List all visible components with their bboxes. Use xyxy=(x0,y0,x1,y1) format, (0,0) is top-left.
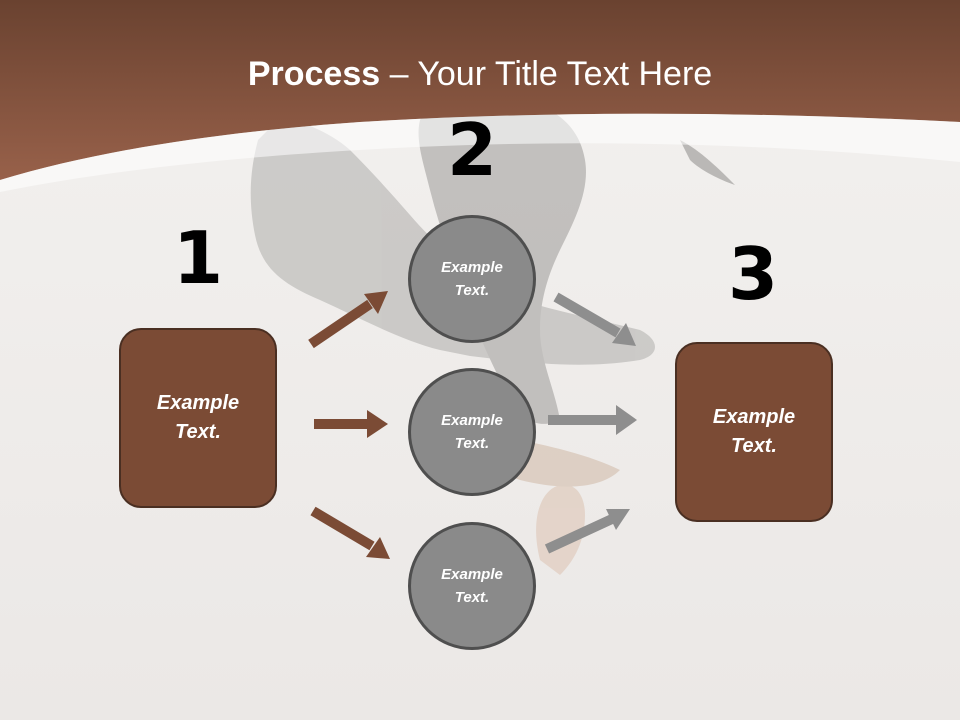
right-node-line1: Example xyxy=(712,406,796,428)
left-node: Example Text. xyxy=(119,328,277,508)
right-node-line2: Text. xyxy=(731,435,777,457)
middle-top-line1: Example xyxy=(441,259,503,276)
arrow-bottom-to-right xyxy=(544,509,630,554)
header-swoosh xyxy=(0,113,960,192)
middle-top-line2: Text. xyxy=(454,282,490,299)
right-node: Example Text. xyxy=(675,342,833,522)
step-number-2: 2 xyxy=(446,108,498,192)
title-bold: Process xyxy=(247,55,381,93)
middle-bottom-line2: Text. xyxy=(454,589,490,606)
middle-node-bottom: Example Text. xyxy=(408,522,536,650)
middle-node-center: Example Text. xyxy=(408,368,536,496)
header-band xyxy=(0,0,960,180)
step-number-3: 3 xyxy=(727,232,779,316)
arrow-left-to-center xyxy=(314,410,388,438)
middle-node-top: Example Text. xyxy=(408,215,536,343)
middle-center-line2: Text. xyxy=(454,435,490,452)
slide-title: Process – Your Title Text Here xyxy=(0,52,960,96)
left-node-line2: Text. xyxy=(175,421,221,443)
arrow-top-to-right xyxy=(553,292,636,346)
left-node-line1: Example xyxy=(156,392,240,414)
arrow-center-to-right xyxy=(548,405,637,435)
title-rest: – Your Title Text Here xyxy=(380,55,713,93)
middle-bottom-line1: Example xyxy=(441,566,503,583)
arrow-left-to-top xyxy=(308,291,388,349)
middle-center-line1: Example xyxy=(441,412,503,429)
arrow-left-to-bottom xyxy=(310,506,390,559)
step-number-1: 1 xyxy=(172,216,224,300)
